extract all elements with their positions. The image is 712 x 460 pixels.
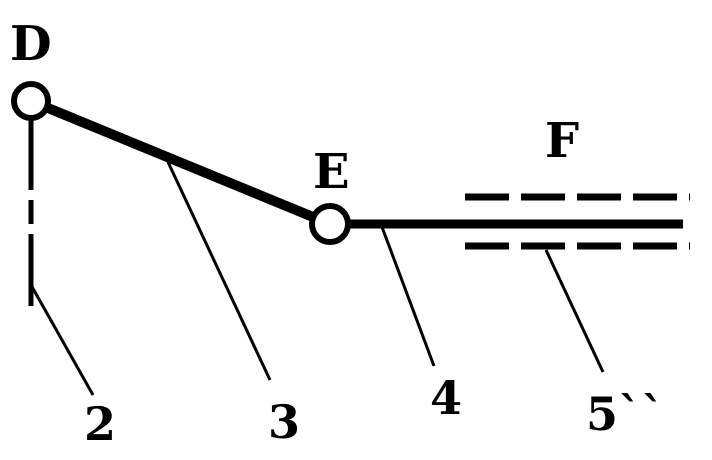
leader-3 <box>166 161 272 381</box>
label-f: F <box>545 113 579 169</box>
leader-5 <box>544 249 605 373</box>
leader-4 <box>380 226 436 367</box>
joint-d <box>11 81 51 121</box>
joint-e <box>309 203 351 245</box>
link-3 <box>26 96 335 229</box>
callout-2: 2 <box>84 397 116 451</box>
callout-5: 5`` <box>586 387 664 441</box>
callout-4: 4 <box>430 371 462 425</box>
callout-3: 3 <box>268 395 300 449</box>
label-d: D <box>10 16 52 72</box>
label-e: E <box>313 144 350 200</box>
leader-2 <box>29 284 95 396</box>
